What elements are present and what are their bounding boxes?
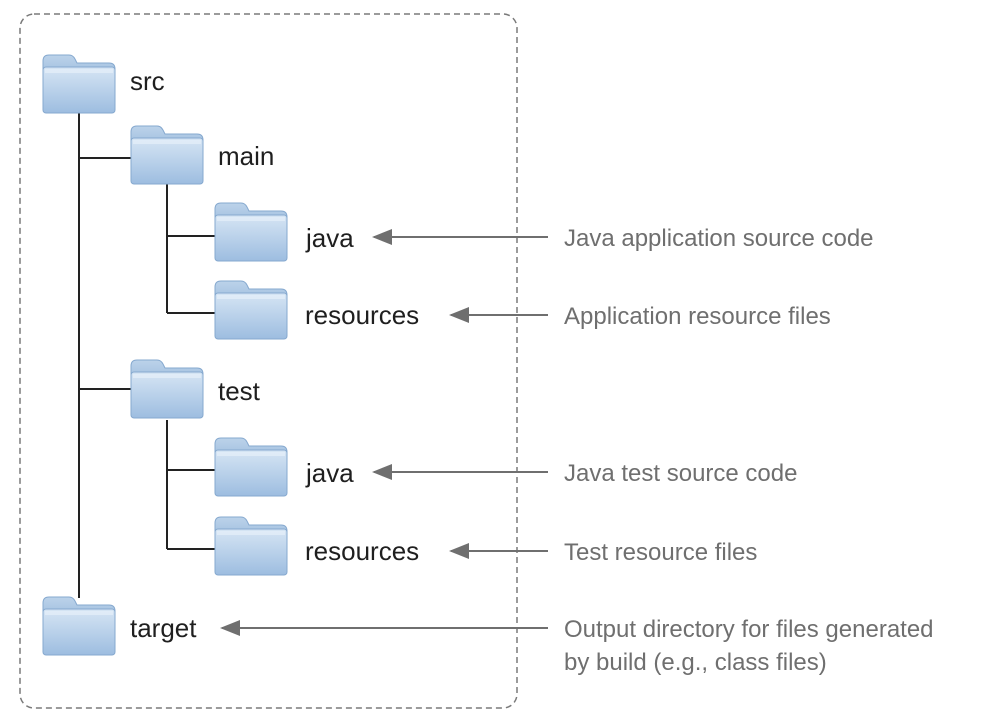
folder-icon: [130, 359, 204, 419]
folder-label-test: test: [218, 376, 261, 406]
note-test-java: Java test source code: [564, 460, 797, 487]
folder-main-java[interactable]: java: [214, 202, 354, 262]
folder-label-test-resources: resources: [305, 536, 419, 566]
folder-icon: [214, 437, 288, 497]
folder-test-java[interactable]: java: [214, 437, 354, 497]
folder-icon: [214, 202, 288, 262]
annotation-arrows: [220, 229, 548, 636]
dashed-container: [19, 13, 518, 709]
folder-icon: [214, 280, 288, 340]
note-main-resources: Application resource files: [564, 303, 831, 330]
note-target-line2: by build (e.g., class files): [564, 649, 827, 676]
folder-main-resources[interactable]: resources: [214, 280, 419, 340]
folder-label-test-java: java: [305, 458, 354, 488]
note-test-resources: Test resource files: [564, 539, 757, 566]
folder-label-target: target: [130, 613, 197, 643]
folder-src[interactable]: src: [42, 54, 165, 114]
folder-main[interactable]: main: [130, 125, 274, 185]
note-target-line1: Output directory for files generated: [564, 616, 934, 643]
folder-label-main-java: java: [305, 223, 354, 253]
folder-label-main: main: [218, 141, 274, 171]
folder-target[interactable]: target: [42, 596, 197, 656]
folder-label-src: src: [130, 66, 165, 96]
folder-label-main-resources: resources: [305, 300, 419, 330]
folder-icon: [42, 596, 116, 656]
folder-icon: [42, 54, 116, 114]
folder-icon: [130, 125, 204, 185]
note-main-java: Java application source code: [564, 225, 874, 252]
tree-connectors: [78, 112, 215, 598]
folder-test[interactable]: test: [130, 359, 261, 419]
folder-test-resources[interactable]: resources: [214, 516, 419, 576]
folder-icon: [214, 516, 288, 576]
